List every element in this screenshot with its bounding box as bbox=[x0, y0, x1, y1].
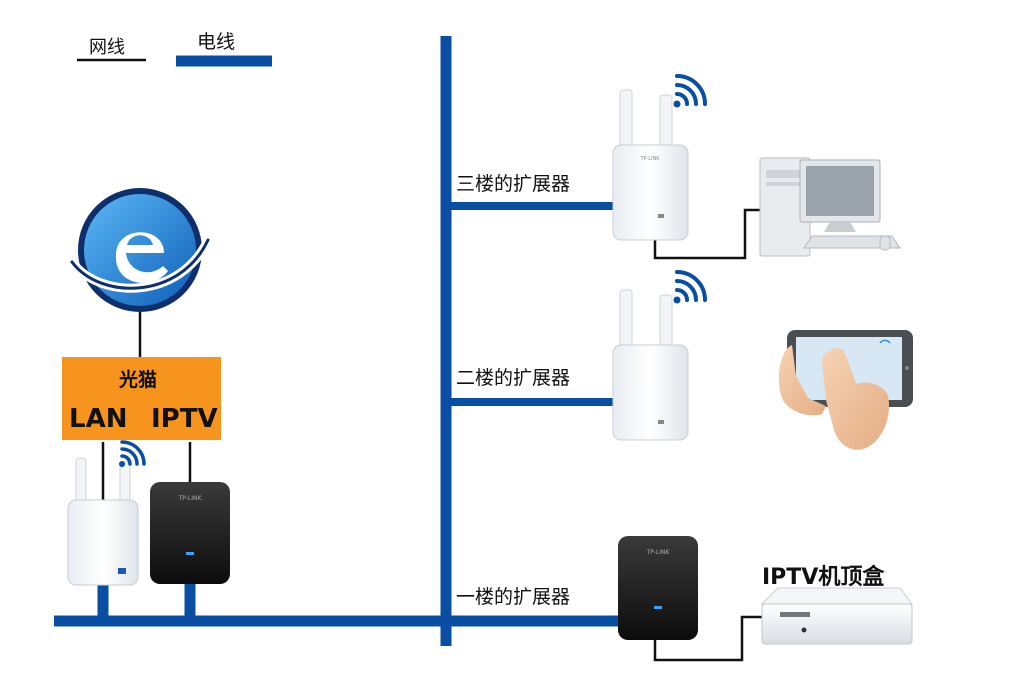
left-powerline-adapter: TP-LINK bbox=[150, 482, 230, 584]
wifi-icon bbox=[119, 440, 146, 467]
legend-power-line-label: 电线 bbox=[197, 31, 236, 53]
second-floor-extender-label: 二楼的扩展器 bbox=[456, 367, 571, 389]
wifi-icon bbox=[673, 74, 707, 108]
first-floor-brand: TP-LINK bbox=[646, 549, 671, 556]
ie-icon bbox=[67, 188, 213, 312]
second-floor-extender bbox=[612, 289, 689, 441]
modem-port-iptv: IPTV bbox=[151, 404, 218, 434]
first-floor-powerline-adapter: TP-LINK bbox=[618, 536, 698, 640]
iptv-box-label: IPTV机顶盒 bbox=[762, 565, 885, 590]
modem-box bbox=[62, 357, 221, 440]
modem-port-lan: LAN bbox=[69, 404, 128, 434]
third-floor-brand: TP-LINK bbox=[639, 156, 660, 162]
power-line-network bbox=[54, 36, 625, 646]
desktop-computer-icon bbox=[759, 157, 901, 257]
iptv-set-top-box bbox=[760, 587, 913, 645]
first-floor-extender-label: 一楼的扩展器 bbox=[456, 586, 571, 608]
legend-network-cable-label: 网线 bbox=[89, 37, 125, 58]
tablet-icon bbox=[778, 330, 913, 450]
modem-title: 光猫 bbox=[119, 369, 158, 391]
third-floor-extender: TP-LINK bbox=[612, 89, 689, 241]
left-adapter-brand: TP-LINK bbox=[178, 495, 203, 502]
left-wifi-extender bbox=[67, 457, 139, 586]
wifi-icon bbox=[673, 270, 707, 304]
third-floor-extender-label: 三楼的扩展器 bbox=[456, 173, 571, 195]
